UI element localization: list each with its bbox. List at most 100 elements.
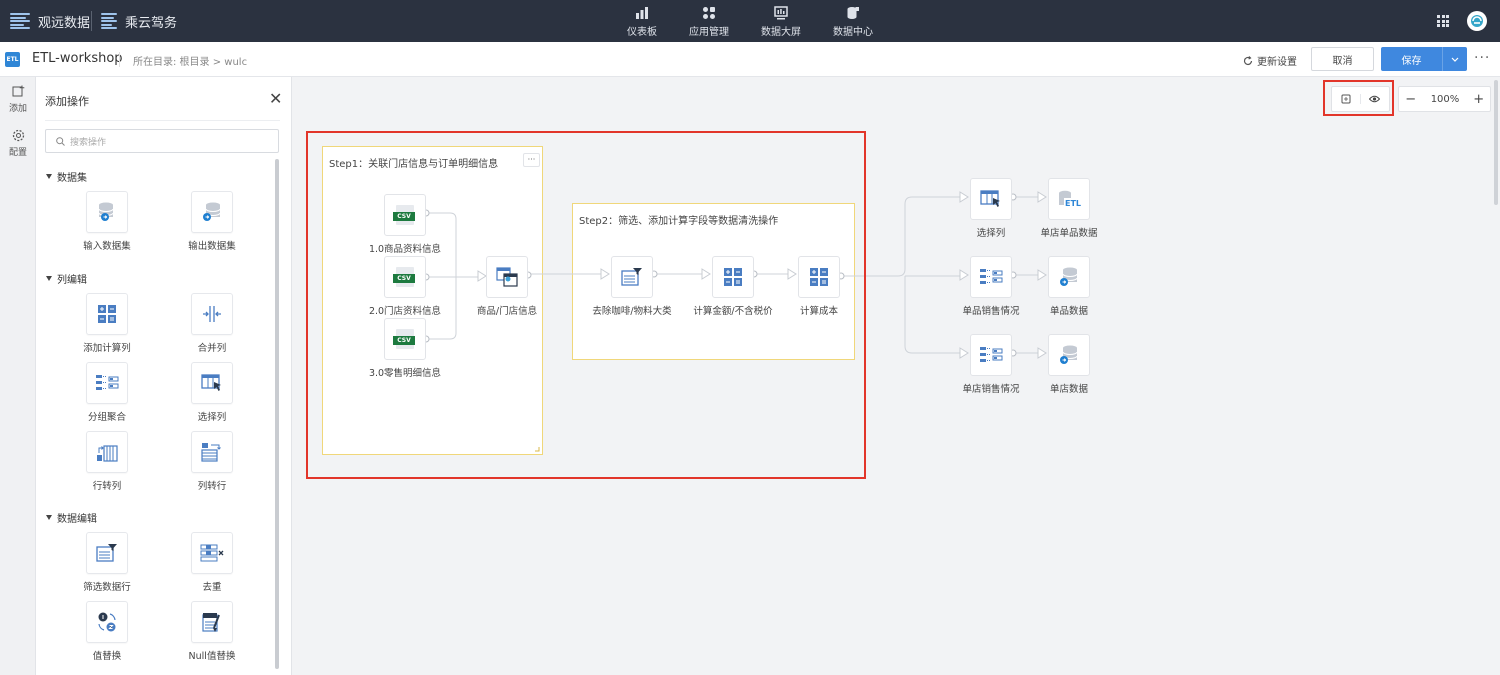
rail-add-label: 添加	[8, 104, 27, 114]
output-dataset-icon	[191, 191, 233, 233]
op-merge-columns[interactable]: 合并列	[167, 293, 257, 354]
app-grid-icon[interactable]	[1437, 15, 1449, 27]
node-label: 单品数据	[1049, 306, 1088, 317]
screen-icon	[774, 6, 788, 20]
preview-button[interactable]	[1361, 95, 1389, 103]
node-label: 去除咖啡/物料大类	[592, 306, 672, 317]
op-input-dataset[interactable]: 输入数据集	[62, 191, 152, 252]
csv-file-icon: CSV	[384, 318, 426, 360]
refresh-icon	[1243, 55, 1253, 65]
gear-icon	[12, 129, 24, 142]
step1-group[interactable]: Step1：关联门店信息与订单明细信息 ···	[322, 146, 543, 455]
node-group-store-sales[interactable]: 单店销售情况	[936, 334, 1046, 395]
fit-view-button[interactable]	[1332, 94, 1361, 104]
brand-guanyuan[interactable]: 观远数据	[10, 0, 90, 42]
section-dataset-label: 数据集	[57, 173, 87, 184]
op-row-to-column[interactable]: 行转列	[62, 431, 152, 492]
op-select-columns-label: 选择列	[197, 412, 227, 423]
op-row-to-column-label: 行转列	[92, 481, 122, 492]
section-data-edit[interactable]: 数据编辑	[46, 510, 97, 525]
rail-config-label: 配置	[8, 148, 27, 158]
op-null-replace-label: Null值替换	[188, 651, 236, 662]
op-deduplicate[interactable]: 去重	[167, 532, 257, 593]
op-column-to-row-label: 列转行	[197, 481, 227, 492]
fit-screen-icon	[1341, 94, 1351, 104]
deduplicate-icon	[191, 532, 233, 574]
node-output-product[interactable]: 单品数据	[1014, 256, 1124, 317]
op-value-replace[interactable]: 值替换	[62, 601, 152, 662]
op-merge-columns-label: 合并列	[197, 343, 227, 354]
node-calc-amount[interactable]: 计算金额/不含税价	[678, 256, 788, 317]
node-select-columns[interactable]: 选择列	[936, 178, 1046, 239]
op-output-dataset[interactable]: 输出数据集	[167, 191, 257, 252]
op-group-aggregate[interactable]: 分组聚合	[62, 362, 152, 423]
zoom-control: − 100% +	[1398, 86, 1491, 112]
op-add-calculated-column[interactable]: 添加计算列	[62, 293, 152, 354]
cancel-button[interactable]: 取消	[1311, 47, 1374, 71]
node-csv-store-info[interactable]: CSV 2.0门店资料信息	[350, 256, 460, 317]
node-calc-cost[interactable]: 计算成本	[764, 256, 874, 317]
database-icon	[847, 7, 859, 19]
resize-handle-icon[interactable]	[534, 446, 540, 452]
highlight-step1-region	[306, 131, 866, 479]
operations-panel: 添加操作 ✕ 搜索操作 数据集 输入数据集 输出数据集 列编辑 添加计算列 合并…	[36, 77, 292, 675]
apps-icon	[703, 7, 715, 19]
op-value-replace-label: 值替换	[92, 651, 122, 662]
input-dataset-icon	[86, 191, 128, 233]
step1-menu-button[interactable]: ···	[523, 153, 540, 167]
node-join-product-store[interactable]: 商品/门店信息	[452, 256, 562, 317]
zoom-in-button[interactable]: +	[1473, 91, 1485, 107]
breadcrumb[interactable]: 所在目录: 根目录 > wulc	[133, 57, 248, 68]
filter-rows-icon	[611, 256, 653, 298]
canvas-view-tools	[1331, 86, 1390, 112]
search-input[interactable]: 搜索操作	[45, 129, 279, 153]
op-filter-rows[interactable]: 筛选数据行	[62, 532, 152, 593]
op-select-columns[interactable]: 选择列	[167, 362, 257, 423]
panel-scrollbar[interactable]	[275, 159, 279, 669]
node-output-store[interactable]: 单店数据	[1014, 334, 1124, 395]
op-input-dataset-label: 输入数据集	[83, 241, 131, 252]
node-label: 单店数据	[1049, 384, 1088, 395]
rail-add[interactable]: 添加	[0, 85, 36, 114]
save-button[interactable]: 保存	[1381, 47, 1467, 71]
nav-data-center[interactable]: 数据中心	[818, 6, 888, 38]
zoom-out-button[interactable]: −	[1405, 91, 1417, 107]
collapse-triangle-icon	[46, 276, 52, 281]
node-label: 3.0零售明细信息	[368, 368, 442, 379]
node-filter-coffee[interactable]: 去除咖啡/物料大类	[577, 256, 687, 317]
highlight-view-tools	[1323, 80, 1394, 116]
op-null-replace[interactable]: Null值替换	[167, 601, 257, 662]
select-columns-icon	[970, 178, 1012, 220]
brand-workspace[interactable]: 乘云驾务	[101, 0, 177, 42]
add-node-icon	[12, 85, 24, 97]
nav-app-management[interactable]: 应用管理	[674, 6, 744, 38]
group-aggregate-icon	[970, 256, 1012, 298]
eye-icon	[1369, 95, 1381, 103]
rail-config[interactable]: 配置	[0, 129, 36, 158]
close-icon[interactable]: ✕	[269, 89, 283, 108]
save-dropdown[interactable]	[1442, 47, 1467, 71]
nav-dashboard[interactable]: 仪表板	[607, 6, 677, 38]
chevron-down-icon	[1451, 57, 1459, 62]
node-label: 1.0商品资料信息	[368, 244, 442, 255]
avatar[interactable]	[1467, 11, 1487, 31]
node-output-store-product[interactable]: ETL 单店单品数据	[1014, 178, 1124, 239]
section-column-edit[interactable]: 列编辑	[46, 271, 87, 286]
workspace-name: 乘云驾务	[125, 15, 178, 31]
node-csv-retail-detail[interactable]: CSV 3.0零售明细信息	[350, 318, 460, 379]
section-dataset[interactable]: 数据集	[46, 169, 87, 184]
nav-data-screen[interactable]: 数据大屏	[746, 6, 816, 38]
update-settings-button[interactable]: 更新设置	[1243, 53, 1297, 68]
csv-file-icon: CSV	[384, 194, 426, 236]
step1-title: Step1：关联门店信息与订单明细信息	[329, 159, 499, 170]
calculator-icon	[798, 256, 840, 298]
collapse-triangle-icon	[46, 174, 52, 179]
node-csv-product-info[interactable]: CSV 1.0商品资料信息	[350, 194, 460, 255]
node-group-product-sales[interactable]: 单品销售情况	[936, 256, 1046, 317]
op-output-dataset-label: 输出数据集	[188, 241, 236, 252]
op-column-to-row[interactable]: 列转行	[167, 431, 257, 492]
op-group-aggregate-label: 分组聚合	[87, 412, 126, 423]
canvas-scrollbar[interactable]	[1494, 80, 1498, 205]
null-replace-icon	[191, 601, 233, 643]
more-menu-button[interactable]: ···	[1474, 50, 1491, 66]
